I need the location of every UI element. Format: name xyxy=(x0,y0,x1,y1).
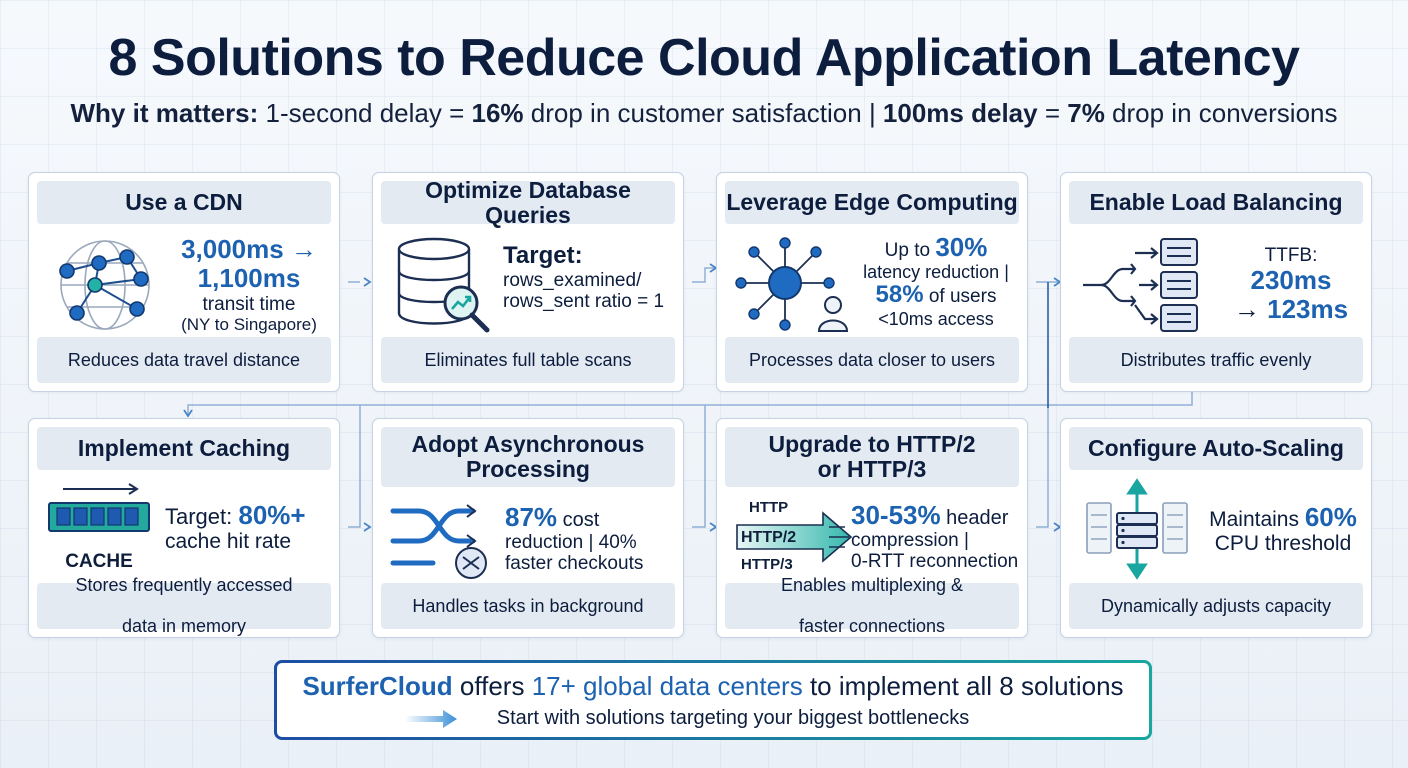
card-footer: Processes data closer to users xyxy=(725,337,1019,383)
db-stat: Target: rows_examined/ rows_sent ratio =… xyxy=(503,242,665,313)
arrow-right-icon xyxy=(405,710,457,728)
card-title: Leverage Edge Computing xyxy=(725,181,1019,224)
http-stat: 30-53% header compression | 0-RTT reconn… xyxy=(851,500,1019,573)
protocol-upgrade-icon xyxy=(736,511,853,563)
edge-stat: Up to 30% latency reduction | 58% of use… xyxy=(863,232,1009,330)
card-footer: Eliminates full table scans xyxy=(381,337,675,383)
card-edge-computing: Leverage Edge Computing Up to 30% latenc… xyxy=(716,172,1028,392)
database-search-icon xyxy=(397,237,490,333)
card-footer: Handles tasks in background xyxy=(381,583,675,629)
card-caching: Implement Caching CACHE Target: 80%+ cac… xyxy=(28,418,340,638)
cta-banner: SurferCloud offers 17+ global data cente… xyxy=(274,660,1152,740)
async-stat: 87% cost reduction | 40% faster checkout… xyxy=(505,502,644,575)
card-footer: Enables multiplexing &faster connections xyxy=(725,575,1019,636)
cta-subline: Start with solutions targeting your bigg… xyxy=(496,707,970,729)
card-footer: Dynamically adjusts capacity xyxy=(1069,583,1363,629)
card-footer: Reduces data travel distance xyxy=(37,337,331,383)
card-auto-scaling: Configure Auto-Scaling Maintains 60% CPU… xyxy=(1060,418,1372,638)
cache-icon-label: CACHE xyxy=(65,551,133,572)
proto-http: HTTP xyxy=(749,499,789,516)
proto-http2: HTTP/2 xyxy=(741,529,797,546)
globe-network-icon xyxy=(59,240,150,330)
cache-stat: Target: 80%+ cache hit rate xyxy=(165,500,306,554)
card-optimize-db: Optimize Database Queries Target: rows_e… xyxy=(372,172,684,392)
proto-http3: HTTP/3 xyxy=(741,556,793,573)
page-title: 8 Solutions to Reduce Cloud Application … xyxy=(108,29,1300,87)
cdn-stat: 3,000ms → 1,100ms transit time (NY to Si… xyxy=(181,234,317,335)
card-use-cdn: Use a CDN 3,000ms → 1,100ms tr xyxy=(28,172,340,392)
lb-stat: TTFB: 230ms → 123ms xyxy=(1233,245,1349,325)
card-title: Configure Auto-Scaling xyxy=(1069,427,1363,470)
autoscale-stat: Maintains 60% CPU threshold xyxy=(1209,502,1357,556)
async-arrows-icon xyxy=(390,504,487,579)
card-title: Enable Load Balancing xyxy=(1069,181,1363,224)
card-title: Use a CDN xyxy=(37,181,331,224)
card-load-balancing: Enable Load Balancing TTFB: 230ms → 123m… xyxy=(1060,172,1372,392)
edge-hub-icon xyxy=(735,237,849,332)
autoscale-servers-icon xyxy=(1086,478,1188,580)
card-footer: Distributes traffic evenly xyxy=(1069,337,1363,383)
page-subtitle: Why it matters: 1-second delay = 16% dro… xyxy=(70,98,1338,128)
card-title: Optimize Database Queries xyxy=(381,177,675,227)
card-title: Implement Caching xyxy=(37,427,331,470)
load-balancer-icon xyxy=(1083,238,1198,332)
cta-headline: SurferCloud offers 17+ global data cente… xyxy=(302,671,1124,701)
memory-chip-icon xyxy=(48,483,150,532)
